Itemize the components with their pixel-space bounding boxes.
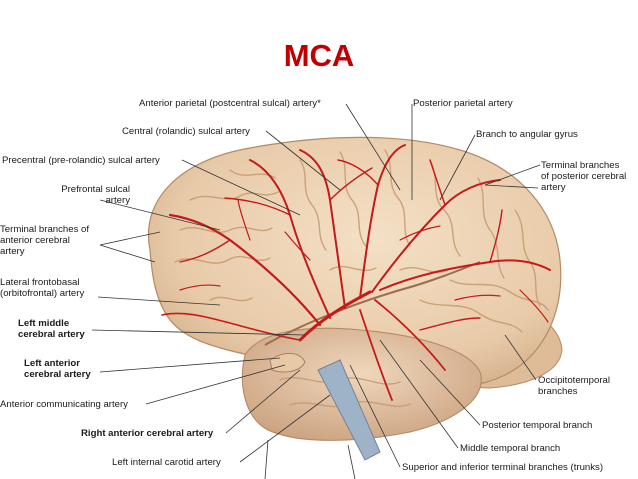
label-anterior-parietal-artery: Anterior parietal (postcentral sulcal) a… [139,98,321,109]
label-occipitotemporal-branches: Occipitotemporal branches [538,375,610,397]
label-superior-inferior-terminal-branches: Superior and inferior terminal branches … [402,462,604,473]
label-line: Lateral frontobasal [0,277,80,288]
label-line: artery [0,246,25,257]
lateral-sulcus [264,261,481,346]
label-line: anterior cerebral [0,235,70,246]
leader-lines [91,103,541,479]
brain-hemisphere [148,136,562,390]
label-left-internal-carotid-artery: Left internal carotid artery [112,457,221,468]
label-terminal-branches-anterior: Terminal branches of anterior cerebral a… [0,224,89,257]
label-line: branches [538,386,578,397]
label-posterior-parietal-artery: Posterior parietal artery [413,98,513,109]
gyri-texture [174,149,549,408]
label-central-sulcal-artery: Central (rolandic) sulcal artery [122,126,250,137]
label-terminal-branches-posterior: Terminal branches of posterior cerebral … [541,160,626,193]
internal-carotid-vessel [317,359,381,461]
label-line: cerebral artery [18,329,85,340]
label-prefrontal-sulcal-artery: Prefrontal sulcal artery [50,184,130,206]
label-anterior-communicating-artery: Anterior communicating artery [0,399,128,410]
label-line: Terminal branches of [0,224,90,235]
label-line: Occipitotemporal [538,375,610,386]
label-line: of posterior cerebral [541,171,627,182]
label-line: Terminal branches [541,160,620,171]
label-left-middle-cerebral-artery: Left middle cerebral artery [18,318,85,340]
label-line: (orbitofrontal) artery [0,288,85,299]
label-line: Prefrontal sulcal [61,184,130,195]
label-branch-angular-gyrus: Branch to angular gyrus [476,129,578,140]
label-posterior-temporal-branch: Posterior temporal branch [482,420,593,431]
label-right-anterior-cerebral-artery: Right anterior cerebral artery [81,428,214,439]
label-line: Left anterior [24,358,80,369]
label-line: artery [541,182,566,193]
label-left-anterior-cerebral-artery: Left anterior cerebral artery [24,358,91,380]
label-middle-temporal-branch: Middle temporal branch [460,443,561,454]
temporal-lobe [241,327,482,441]
label-line: cerebral artery [24,369,91,380]
label-lateral-frontobasal-artery: Lateral frontobasal (orbitofrontal) arte… [0,277,84,299]
label-line: Left middle [18,318,70,329]
diagram-title: MCA [283,38,355,73]
label-line: artery [105,195,130,206]
label-precentral-sulcal-artery: Precentral (pre-rolandic) sulcal artery [2,155,160,166]
